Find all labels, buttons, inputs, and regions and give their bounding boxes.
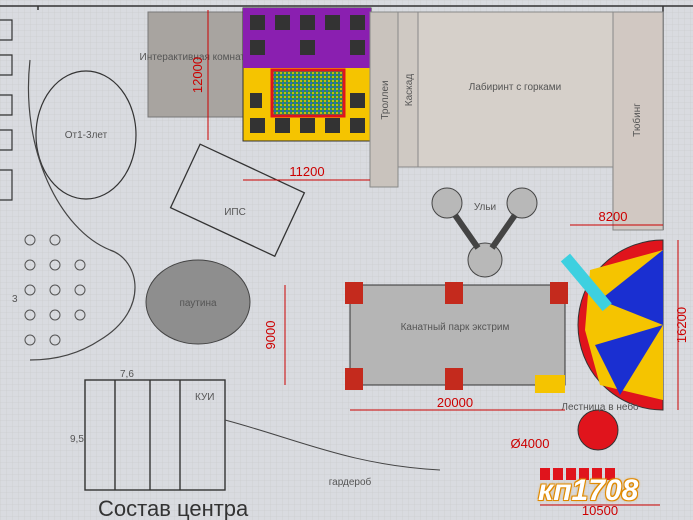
web-label: паутина	[179, 298, 217, 309]
ips-zone[interactable]	[169, 143, 306, 258]
logo-text: кп1708	[538, 474, 639, 507]
ips-label: ИПС	[224, 207, 246, 218]
dim-20000: 20000	[437, 395, 473, 410]
side-label-3: 3	[12, 294, 18, 305]
interactive-room-label: Интерактивная комната	[140, 52, 251, 63]
hives[interactable]	[431, 187, 538, 278]
dim-10500: 10500	[582, 503, 618, 518]
side-label-95: 9,5	[70, 434, 84, 445]
dim-9000: 9000	[263, 321, 278, 350]
left-wall	[0, 19, 13, 201]
age-zone-label: От1-3лет	[65, 130, 108, 141]
dim-8200: 8200	[599, 209, 628, 224]
trolley-label: Троллеи	[380, 80, 391, 119]
cascade-label: Каскад	[404, 74, 415, 107]
wardrobe-curve	[224, 419, 441, 471]
seating-area	[24, 234, 86, 346]
dim-11200: 11200	[289, 164, 324, 179]
hives-label: Ульи	[474, 202, 496, 213]
web-zone[interactable]	[145, 259, 251, 345]
stairs-label: Лестница в небо	[561, 401, 639, 413]
labyrinth-label: Лабиринт с горками	[469, 81, 561, 93]
kui-label: КУИ	[195, 392, 214, 403]
dim-16200: 16200	[674, 307, 689, 343]
dim-4000: Ø4000	[510, 436, 549, 451]
stairs-platform[interactable]	[577, 409, 619, 451]
footer-title: Состав центра	[98, 496, 249, 520]
dim-12000: 12000	[190, 57, 205, 93]
tubing-wheel[interactable]	[560, 239, 664, 411]
tubing-area[interactable]	[612, 11, 664, 231]
rope-park[interactable]	[345, 282, 568, 393]
wardrobe-label: гардероб	[329, 476, 372, 488]
play-structure[interactable]	[242, 7, 372, 142]
age-zone[interactable]	[35, 70, 137, 200]
dimension-lines	[207, 10, 679, 506]
side-label-76: 7,6	[120, 369, 134, 380]
bench-row	[540, 468, 615, 480]
zone-boundary	[27, 59, 136, 361]
tubing-label: Тюбинг	[631, 103, 643, 137]
service-block[interactable]	[84, 379, 226, 491]
rope-park-label: Канатный парк экстрим	[401, 322, 510, 333]
